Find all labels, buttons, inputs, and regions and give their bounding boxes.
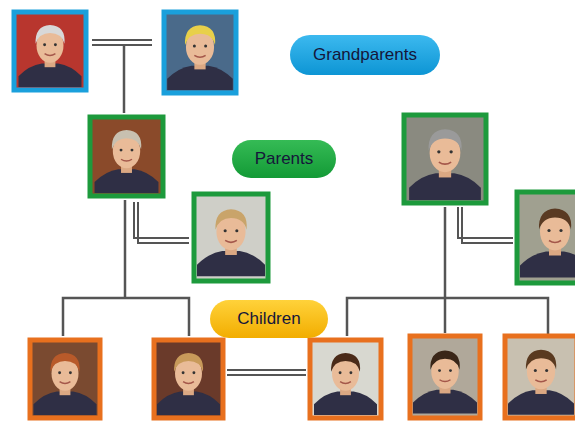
portrait-frame: [410, 336, 480, 418]
portrait-face: [409, 129, 481, 200]
generation-label-text: Parents: [255, 149, 314, 169]
portrait: [505, 336, 575, 418]
marriage-line: [458, 207, 513, 238]
portrait-frame: [164, 12, 236, 93]
portrait-frame: [310, 340, 381, 418]
sibling-line: [444, 298, 447, 333]
portrait-frame: [30, 340, 100, 418]
portrait: [90, 117, 163, 196]
sibling-line: [63, 298, 189, 336]
portrait-face: [413, 350, 477, 413]
generation-label: Children: [210, 300, 328, 338]
tree-lines: [63, 40, 548, 375]
portrait: [30, 340, 100, 418]
sibling-line: [347, 298, 548, 336]
portrait: [310, 340, 381, 418]
descent-line: [444, 207, 447, 298]
generation-label-text: Children: [237, 309, 300, 329]
generation-label: Grandparents: [290, 35, 440, 75]
portrait: [14, 12, 86, 90]
portrait-face: [197, 209, 265, 276]
marriage-line: [227, 369, 306, 371]
portrait-frame: [14, 12, 86, 90]
portrait-face: [19, 25, 82, 87]
portrait: [194, 194, 268, 281]
portrait-face: [508, 350, 574, 415]
portrait: [404, 115, 486, 203]
portrait: [154, 340, 223, 418]
portrait-frame: [194, 194, 268, 281]
marriage-line: [92, 44, 152, 46]
portrait-frame: [154, 340, 223, 418]
marriage-line: [92, 39, 152, 41]
marriage-line: [134, 202, 189, 238]
portrait: [410, 336, 480, 418]
marriage-line: [138, 202, 189, 243]
portrait-face: [314, 353, 377, 415]
portrait-frame: [505, 336, 575, 418]
portrait-face: [157, 353, 220, 415]
marriage-line: [227, 374, 306, 376]
generation-label-text: Grandparents: [313, 45, 417, 65]
portrait-frame: [90, 117, 163, 196]
portrait-frame: [404, 115, 486, 203]
portrait-face: [95, 130, 159, 193]
portrait: [164, 12, 236, 93]
portrait-face: [167, 25, 233, 90]
portrait-face: [34, 353, 97, 415]
portrait: [517, 192, 575, 283]
descent-line: [123, 45, 126, 113]
descent-line: [124, 200, 127, 298]
marriage-line: [462, 207, 513, 243]
generation-label: Parents: [232, 140, 336, 178]
portrait-face: [520, 209, 575, 278]
